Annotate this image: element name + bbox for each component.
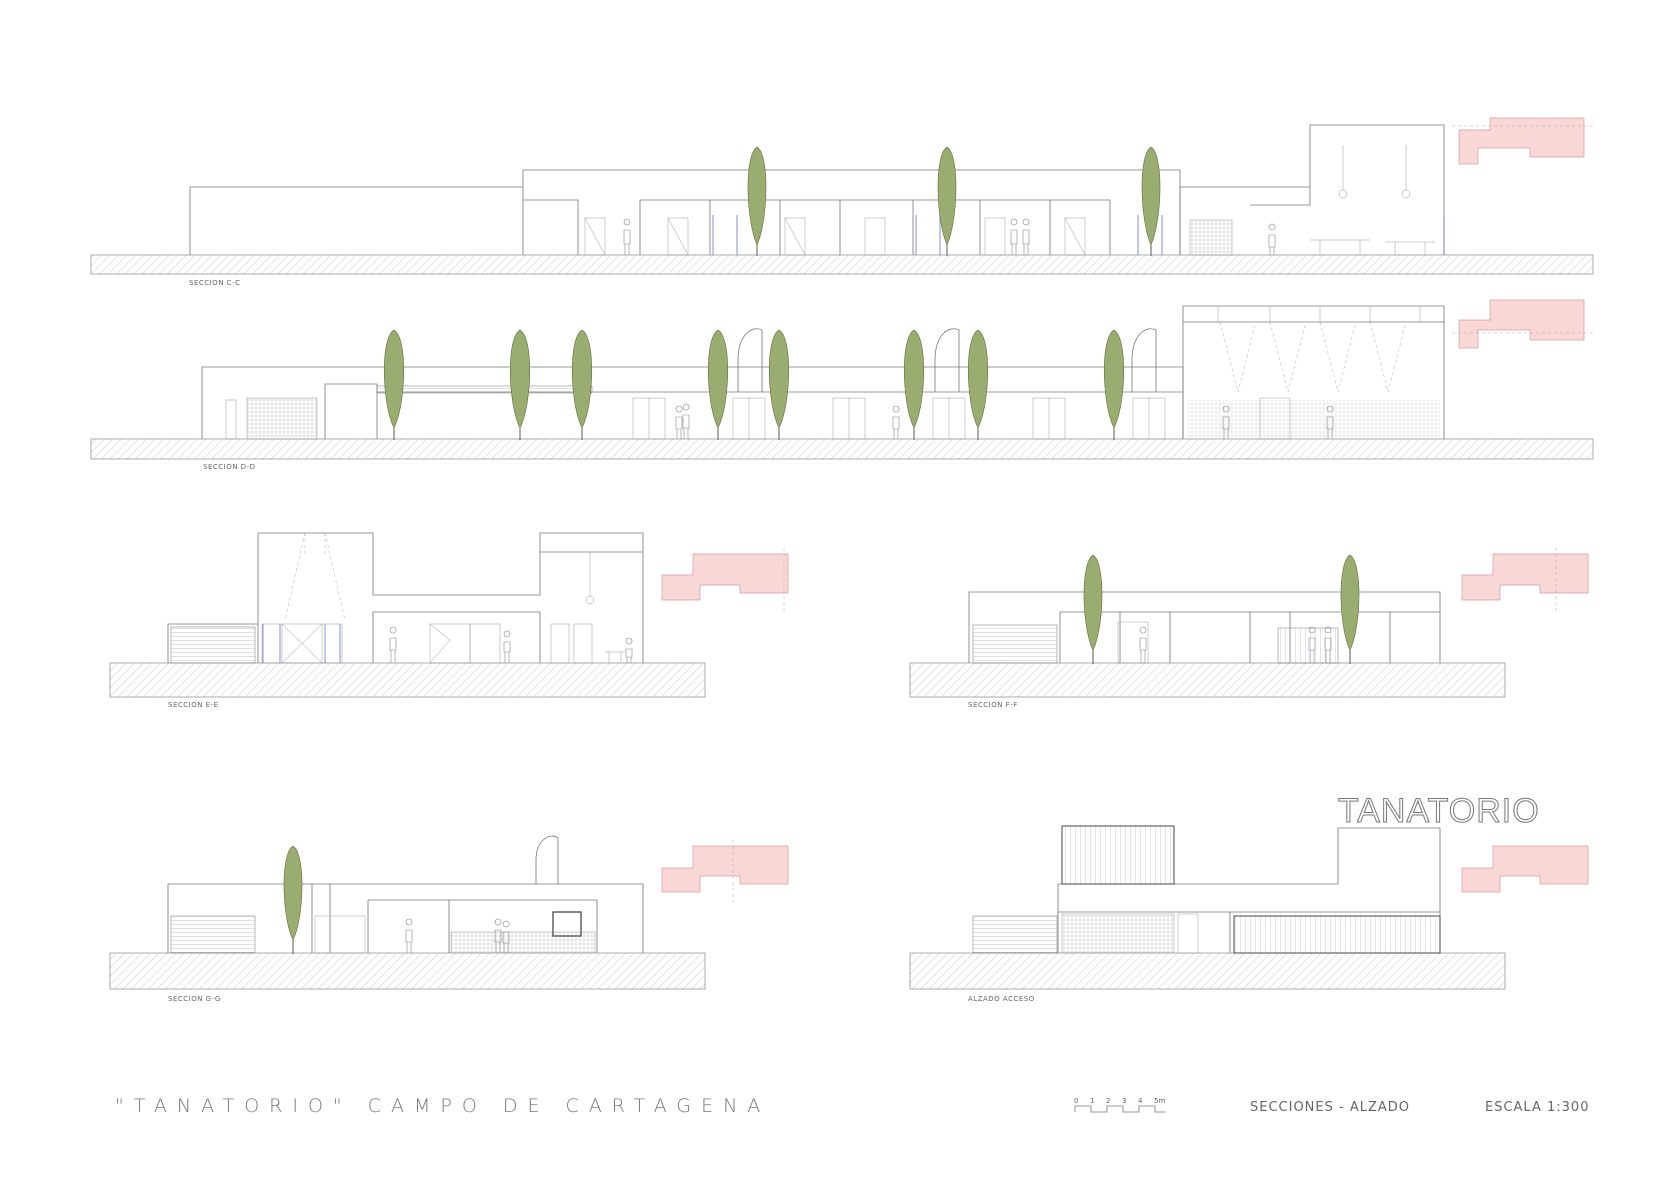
door-frames bbox=[584, 217, 1086, 256]
section-e-e: SECCION E-E bbox=[109, 532, 789, 709]
svg-text:2: 2 bbox=[1106, 1097, 1110, 1105]
trees bbox=[1083, 554, 1360, 664]
ceiling-funnels bbox=[1217, 306, 1421, 393]
ground-hatch bbox=[109, 662, 706, 698]
alzado-acceso: TANATORIO ALZADO ACCESO bbox=[909, 792, 1589, 1003]
trees bbox=[747, 146, 1161, 256]
roof-arches bbox=[737, 328, 1157, 392]
facade-sign: TANATORIO bbox=[1338, 792, 1540, 830]
people-figures bbox=[675, 403, 1334, 439]
key-plan-d-d bbox=[1458, 299, 1585, 349]
section-label: SECCION C-C bbox=[189, 279, 240, 287]
ground-hatch bbox=[909, 662, 1506, 698]
section-label: SECCION G-G bbox=[168, 995, 221, 1003]
section-f-f: SECCION F-F bbox=[909, 548, 1589, 709]
title-block: "TANATORIO" CAMPO DE CARTAGENA 0 1 2 3 4… bbox=[115, 1095, 1589, 1117]
key-plan-f-f bbox=[1461, 553, 1589, 601]
section-c-c: SECCION C-C bbox=[90, 117, 1594, 287]
key-plan-c-c bbox=[1458, 117, 1585, 165]
people-figures bbox=[405, 918, 510, 953]
svg-text:1: 1 bbox=[1090, 1097, 1094, 1105]
svg-text:0: 0 bbox=[1074, 1097, 1078, 1105]
section-label: ALZADO ACCESO bbox=[968, 995, 1035, 1003]
section-d-d: SECCION D-D bbox=[90, 299, 1594, 471]
section-label: SECCION F-F bbox=[968, 701, 1018, 709]
trees bbox=[283, 845, 303, 954]
sheet-subject: SECCIONES - ALZADO bbox=[1250, 1100, 1410, 1115]
ground-hatch bbox=[90, 438, 1594, 460]
section-label: SECCION E-E bbox=[168, 701, 219, 709]
drawing-title: "TANATORIO" CAMPO DE CARTAGENA bbox=[115, 1095, 770, 1117]
ground-hatch bbox=[909, 952, 1506, 990]
doors bbox=[225, 397, 1291, 440]
trees bbox=[383, 329, 1125, 440]
key-plan-g-g bbox=[661, 845, 789, 893]
section-label: SECCION D-D bbox=[203, 463, 255, 471]
ground-hatch bbox=[90, 254, 1594, 275]
svg-text:5m: 5m bbox=[1154, 1097, 1165, 1105]
pendant-lights bbox=[1338, 145, 1411, 199]
key-plan-alzado bbox=[1461, 845, 1589, 893]
scale-label: ESCALA 1:300 bbox=[1485, 1100, 1589, 1115]
svg-text:4: 4 bbox=[1138, 1097, 1143, 1105]
svg-text:3: 3 bbox=[1122, 1097, 1126, 1105]
people-figures bbox=[389, 626, 633, 663]
ground-hatch bbox=[109, 952, 706, 990]
key-plan-e-e bbox=[661, 553, 789, 601]
section-g-g: SECCION G-G bbox=[109, 835, 789, 1003]
people-figures bbox=[623, 218, 1435, 255]
scale-bar: 0 1 2 3 4 5m bbox=[1074, 1097, 1165, 1113]
people-figures bbox=[1139, 626, 1332, 663]
